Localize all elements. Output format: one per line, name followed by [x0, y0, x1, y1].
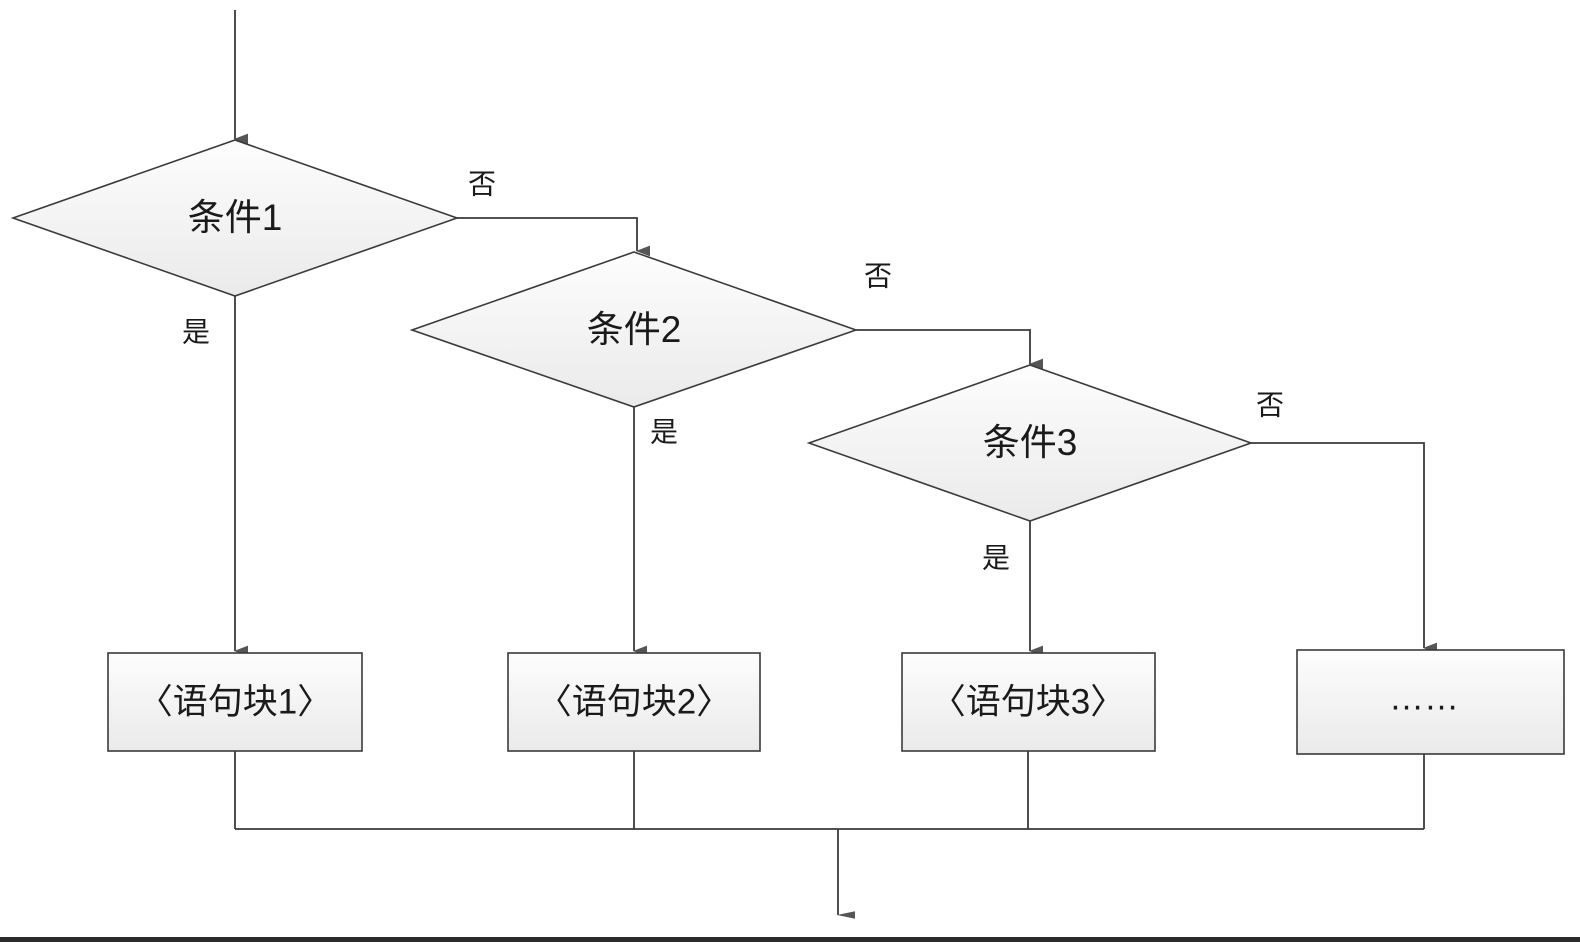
decision-label-cond2: 条件2 [587, 309, 682, 350]
decision-node-cond1[interactable]: 条件1 [10, 139, 460, 297]
process-node-stmt1[interactable]: 〈语句块1〉 [107, 652, 363, 752]
connector-cond2-no [856, 329, 1043, 370]
edge-label-no-3: 否 [1256, 389, 1284, 420]
process-node-stmtN[interactable]: …… [1296, 649, 1565, 755]
connector-merge-bus [234, 751, 1425, 830]
edge-label-no-2: 否 [864, 260, 892, 291]
decision-node-cond2[interactable]: 条件2 [409, 251, 859, 408]
decision-node-cond3[interactable]: 条件3 [806, 364, 1254, 522]
decision-label-cond3: 条件3 [983, 422, 1078, 463]
connector-cond3-no [1251, 442, 1437, 654]
process-label-stmt2: 〈语句块2〉 [537, 682, 731, 721]
process-label-stmt3: 〈语句块3〉 [931, 682, 1125, 721]
decision-label-cond1: 条件1 [188, 197, 283, 238]
edge-label-yes-2: 是 [650, 416, 678, 447]
process-node-stmt2[interactable]: 〈语句块2〉 [507, 652, 761, 752]
edge-label-no-1: 否 [468, 168, 496, 199]
process-node-stmt3[interactable]: 〈语句块3〉 [901, 652, 1156, 752]
process-label-stmtN: …… [1389, 678, 1459, 717]
process-label-stmt1: 〈语句块1〉 [138, 682, 332, 721]
edge-label-yes-1: 是 [182, 316, 210, 347]
edge-label-yes-3: 是 [982, 542, 1010, 573]
bottom-border-rule [0, 937, 1580, 942]
connector-cond1-no [457, 217, 650, 257]
